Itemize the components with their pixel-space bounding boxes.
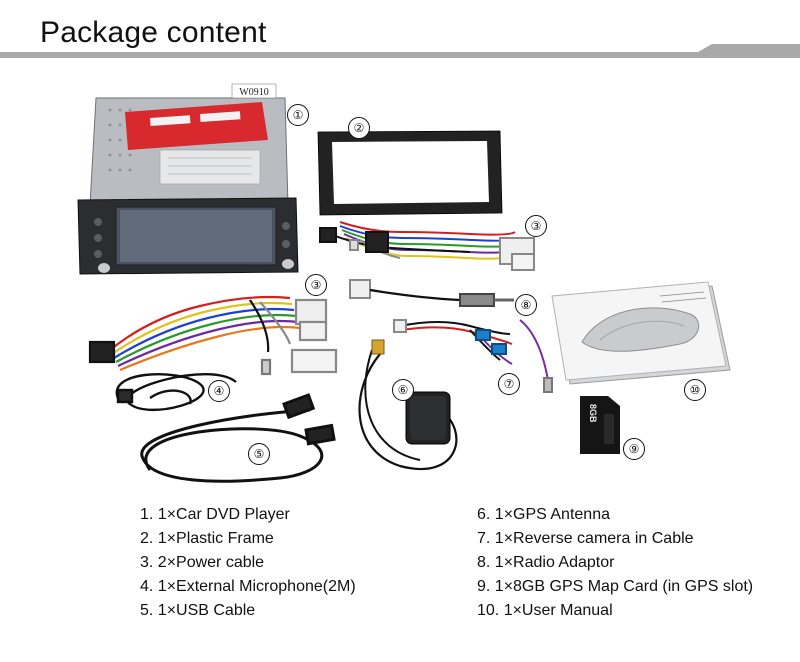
plastic-frame [317, 130, 503, 216]
dvd-label-code: W0910 [239, 87, 268, 98]
package-items-right-column: 6. 1×GPS Antenna 7. 1×Reverse camera in … [477, 503, 753, 623]
power-cable-lower [88, 295, 338, 376]
gps-map-card: 8GB [580, 396, 620, 454]
title-underline-bar [0, 44, 800, 58]
list-item: 2. 1×Plastic Frame [140, 530, 274, 547]
callout-7: ⑦ [498, 373, 520, 395]
package-items-left-column: 1. 1×Car DVD Player 2. 1×Plastic Frame 3… [140, 503, 356, 623]
gps-antenna [358, 339, 458, 471]
list-item: 9. 1×8GB GPS Map Card (in GPS slot) [477, 578, 754, 595]
power-cable-upper [319, 221, 535, 271]
callout-10: ⑩ [684, 379, 706, 401]
callout-8: ⑧ [515, 294, 537, 316]
list-item: 5. 1×USB Cable [140, 602, 256, 619]
reverse-camera-cable [393, 319, 513, 365]
callout-4: ④ [208, 380, 230, 402]
callout-3-upper: ③ [525, 215, 547, 237]
callout-1: ① [287, 104, 309, 126]
list-item: 10. 1×User Manual [477, 602, 613, 619]
callout-5: ⑤ [248, 443, 270, 465]
usb-cable [140, 393, 336, 483]
callout-3-lower: ③ [305, 274, 327, 296]
radio-adaptor [349, 279, 553, 393]
external-microphone [115, 373, 237, 412]
callout-6: ⑥ [392, 379, 414, 401]
list-item: 6. 1×GPS Antenna [477, 506, 610, 523]
user-manual [551, 281, 731, 385]
page-title: Package content [40, 16, 267, 49]
list-item: 8. 1×Radio Adaptor [477, 554, 615, 571]
callout-2: ② [348, 117, 370, 139]
list-item: 7. 1×Reverse camera in Cable [477, 530, 694, 547]
list-item: 3. 2×Power cable [140, 554, 265, 571]
product-photo: W0910 [77, 83, 731, 483]
list-item: 1. 1×Car DVD Player [140, 506, 290, 523]
list-item: 4. 1×External Microphone(2M) [140, 578, 356, 595]
sd-card-capacity: 8GB [588, 404, 598, 423]
car-dvd-player: W0910 [77, 83, 299, 275]
callout-9: ⑨ [623, 438, 645, 460]
